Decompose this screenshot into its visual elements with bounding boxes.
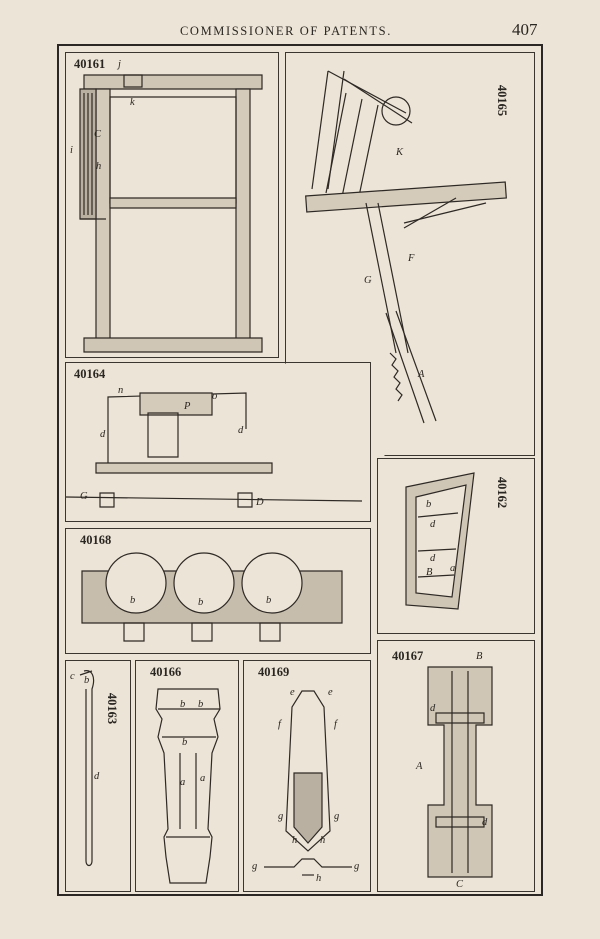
figure-40162-label-b1: b bbox=[426, 499, 432, 510]
figure-40166-label-b3: b bbox=[182, 737, 188, 748]
figure-40161-label-k: k bbox=[130, 97, 135, 108]
figure-40167-label-d1: d bbox=[430, 703, 436, 714]
figure-40164-label-d2: d bbox=[238, 425, 244, 436]
figure-40165-drawing bbox=[286, 53, 536, 457]
figure-40166-drawing bbox=[136, 661, 240, 893]
figure-40169-label-h3: h bbox=[316, 873, 322, 884]
figure-40162-panel: 40162 b d d B a bbox=[377, 458, 535, 634]
figure-40165-label-f: F bbox=[408, 253, 415, 264]
figure-40169-label-h2: h bbox=[320, 835, 326, 846]
figure-40161-number: 40161 bbox=[74, 57, 106, 71]
figure-40161-panel: 40161 j k C i h bbox=[65, 52, 279, 358]
figure-40164-label-d1: d bbox=[100, 429, 106, 440]
figure-40163-label-c: c bbox=[70, 671, 75, 682]
figure-40161-label-h: h bbox=[96, 161, 102, 172]
figure-40162-drawing bbox=[378, 459, 536, 635]
figure-40163-panel: 40163 b c d bbox=[65, 660, 131, 892]
figure-40167-label-c: C bbox=[456, 879, 464, 890]
figure-40166-number: 40166 bbox=[150, 665, 182, 679]
figure-40167-number: 40167 bbox=[392, 649, 424, 663]
figure-40169-label-e1: e bbox=[290, 687, 295, 698]
figure-40163-label-b: b bbox=[84, 675, 90, 686]
figure-40163-drawing bbox=[66, 661, 132, 893]
figure-40164-label-dd: D bbox=[256, 497, 264, 508]
figure-40162-label-a: a bbox=[450, 563, 456, 574]
figure-40162-label-b2: B bbox=[426, 567, 433, 578]
figure-40167-label-b: B bbox=[476, 651, 483, 662]
figure-40169-label-f2: f bbox=[334, 719, 337, 730]
figure-40164-number: 40164 bbox=[74, 367, 106, 381]
figure-40165-label-g: G bbox=[364, 275, 372, 286]
figure-40169-label-g2: g bbox=[334, 811, 340, 822]
figure-40161-label-j: j bbox=[118, 59, 121, 70]
running-head: COMMISSIONER OF PATENTS. bbox=[180, 24, 392, 38]
figure-40169-label-g1: g bbox=[278, 811, 284, 822]
figure-40166-label-b2: b bbox=[198, 699, 204, 710]
figure-40167-label-d2: d bbox=[482, 817, 488, 828]
page-header: COMMISSIONER OF PATENTS. 407 bbox=[0, 0, 600, 46]
figure-40161-label-i: i bbox=[70, 145, 73, 156]
figure-40164-label-n: n bbox=[118, 385, 124, 396]
figure-40162-label-d1: d bbox=[430, 519, 436, 530]
figure-40168-label-b3: b bbox=[266, 595, 272, 606]
figure-40164-label-o: o bbox=[212, 391, 218, 402]
figure-40164-panel: 40164 n P o d d G D bbox=[65, 362, 371, 522]
patent-drawings-plate: 40161 j k C i h 40165 bbox=[57, 44, 543, 896]
figure-40167-label-a: A bbox=[416, 761, 423, 772]
figure-40164-label-g: G bbox=[80, 491, 88, 502]
figure-40168-label-b2: b bbox=[198, 597, 204, 608]
figure-40161-label-c: C bbox=[94, 129, 102, 140]
figure-40164-drawing bbox=[66, 363, 372, 523]
figure-40169-label-e2: e bbox=[328, 687, 333, 698]
figure-40161-drawing bbox=[66, 53, 280, 359]
figure-40167-panel: 40167 B d A d C bbox=[377, 640, 535, 892]
figure-40168-label-b1: b bbox=[130, 595, 136, 606]
figure-40165-panel: 40165 K G F A bbox=[285, 52, 535, 456]
figure-40169-label-h1: h bbox=[292, 835, 298, 846]
figure-40166-label-b1: b bbox=[180, 699, 186, 710]
figure-40165-label-k: K bbox=[396, 147, 404, 158]
figure-40169-label-f1: f bbox=[278, 719, 281, 730]
page-number: 407 bbox=[512, 20, 538, 39]
figure-40169-number: 40169 bbox=[258, 665, 290, 679]
figure-40165-label-a: A bbox=[418, 369, 425, 380]
figure-40164-label-p: P bbox=[184, 401, 191, 412]
figure-40166-label-a1: a bbox=[180, 777, 186, 788]
figure-40166-panel: 40166 b b b a a bbox=[135, 660, 239, 892]
figure-40168-drawing bbox=[66, 529, 372, 655]
figure-40167-drawing bbox=[378, 641, 536, 893]
figure-40166-label-a2: a bbox=[200, 773, 206, 784]
figure-40169-label-g4: g bbox=[354, 861, 360, 872]
figure-40162-label-d2: d bbox=[430, 553, 436, 564]
figure-40169-panel: 40169 e e f f g g h h g h g bbox=[243, 660, 371, 892]
figure-40168-number: 40168 bbox=[80, 533, 112, 547]
figure-40168-panel: 40168 b b b bbox=[65, 528, 371, 654]
figure-40169-label-g3: g bbox=[252, 861, 258, 872]
figure-40169-drawing bbox=[244, 661, 372, 893]
figure-40163-label-d: d bbox=[94, 771, 100, 782]
